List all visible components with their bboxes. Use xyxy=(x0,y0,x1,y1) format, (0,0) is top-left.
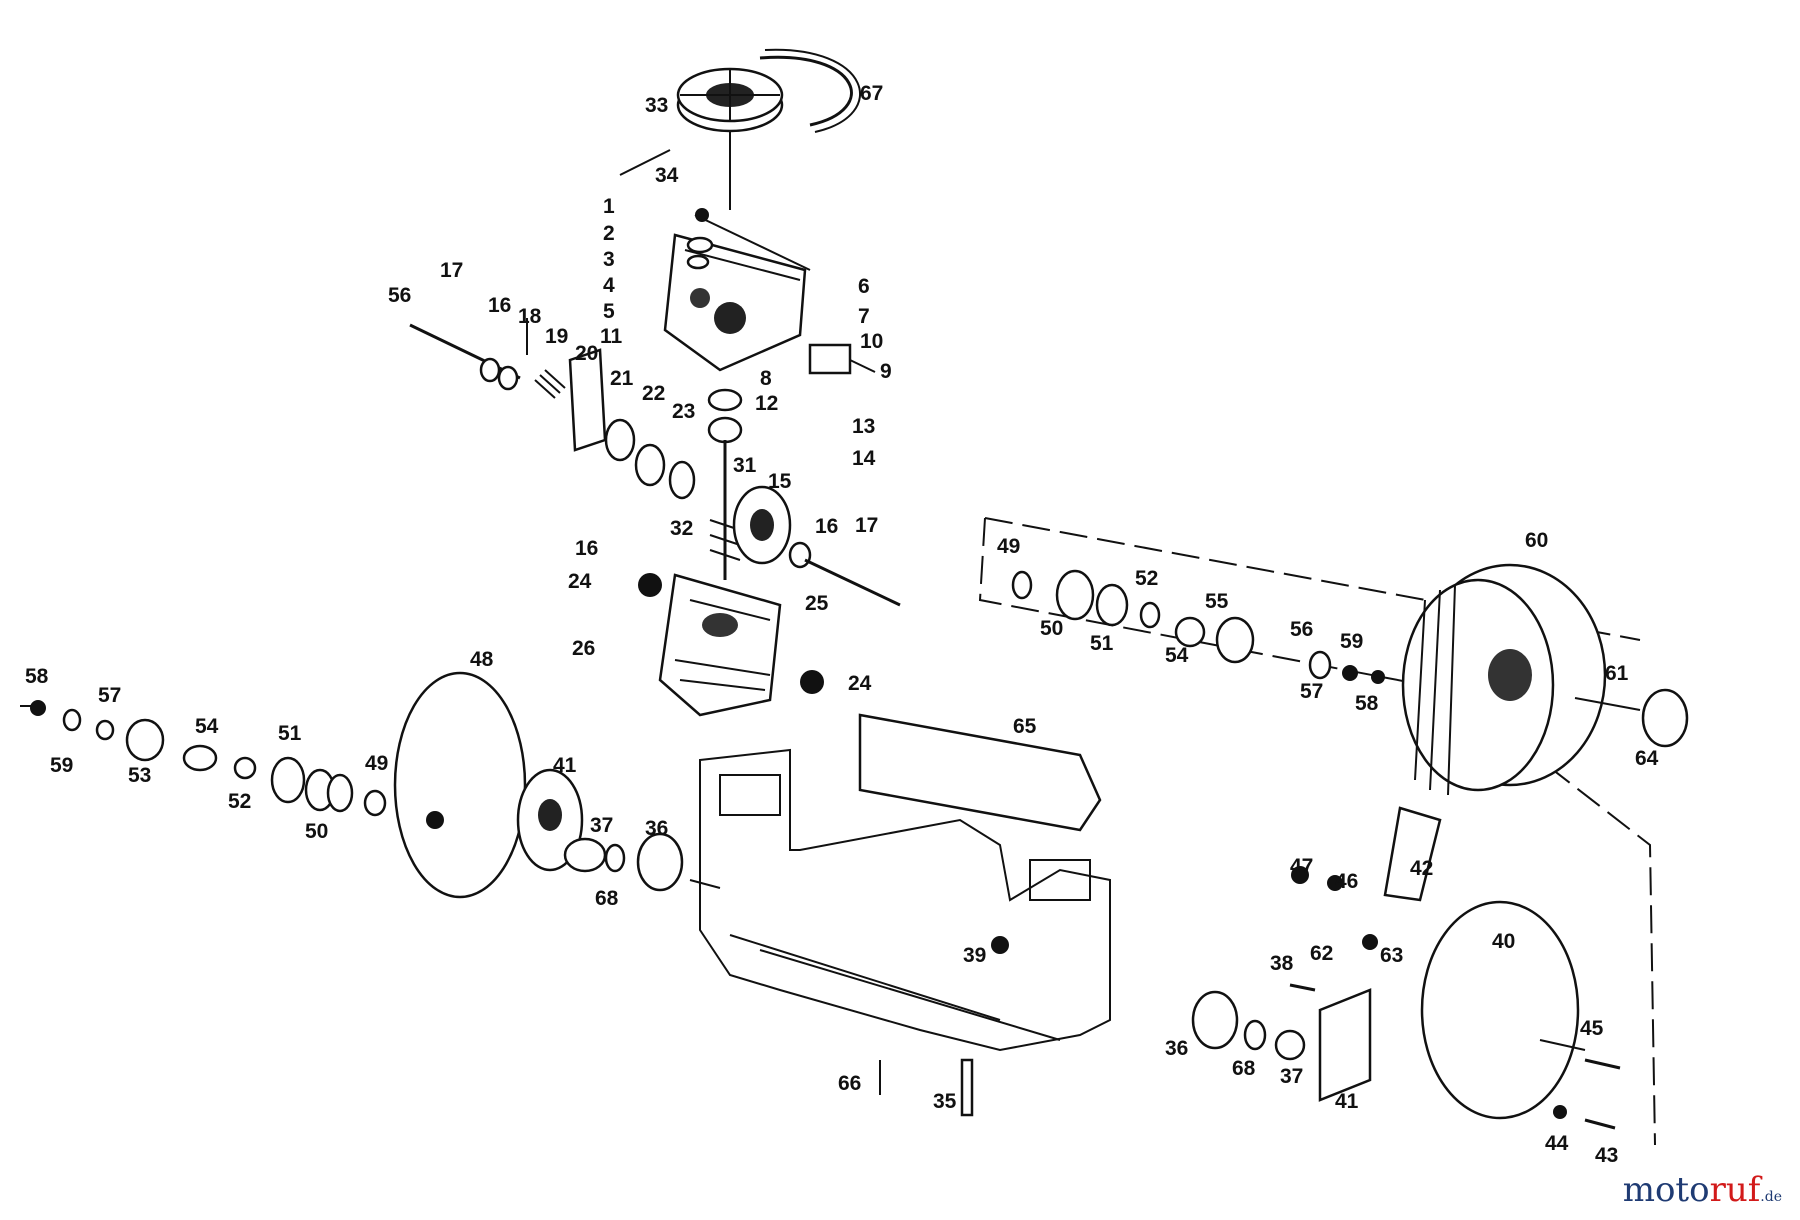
right-wheel-assembly xyxy=(978,517,1689,1146)
label-38: 38 xyxy=(1270,952,1294,975)
label-4: 4 xyxy=(603,274,615,297)
label-36-b: 36 xyxy=(1165,1037,1188,1060)
label-17-b: 17 xyxy=(855,514,878,537)
label-1: 1 xyxy=(603,195,615,218)
worm-gear xyxy=(638,388,901,607)
label-56-b: 56 xyxy=(1290,618,1313,641)
label-5: 5 xyxy=(603,300,615,323)
label-41-b: 41 xyxy=(1335,1090,1359,1113)
label-46: 46 xyxy=(1335,870,1358,893)
label-57-b: 57 xyxy=(1300,680,1323,703)
label-56-a: 56 xyxy=(388,284,411,307)
label-42: 42 xyxy=(1410,857,1433,880)
label-40: 40 xyxy=(1492,930,1515,953)
label-50-b: 50 xyxy=(1040,617,1063,640)
logo-part-2: ruf xyxy=(1709,1170,1761,1210)
part-labels: 1 2 3 4 5 6 7 8 9 10 11 12 13 14 15 16 1… xyxy=(25,82,1659,1167)
label-35: 35 xyxy=(933,1090,957,1113)
label-12: 12 xyxy=(755,392,778,415)
label-57-a: 57 xyxy=(98,684,121,707)
label-44: 44 xyxy=(1545,1132,1569,1155)
label-58-b: 58 xyxy=(1355,692,1379,715)
logo-part-1: moto xyxy=(1622,1170,1710,1210)
label-55: 55 xyxy=(1205,590,1229,613)
label-53: 53 xyxy=(128,764,151,787)
label-25: 25 xyxy=(805,592,829,615)
label-62: 62 xyxy=(1310,942,1333,965)
mower-deck xyxy=(699,713,1111,1117)
gear-housing xyxy=(658,573,824,717)
label-67: 67 xyxy=(860,82,883,105)
label-39: 39 xyxy=(963,944,986,967)
label-23: 23 xyxy=(672,400,695,423)
label-65: 65 xyxy=(1013,715,1037,738)
logo-suffix: .de xyxy=(1760,1189,1782,1205)
label-33: 33 xyxy=(645,94,668,117)
label-22: 22 xyxy=(642,382,665,405)
label-11: 11 xyxy=(600,325,623,348)
label-14: 14 xyxy=(852,447,876,470)
label-26: 26 xyxy=(572,637,595,660)
label-21: 21 xyxy=(610,367,634,390)
label-3: 3 xyxy=(603,248,615,271)
label-37-b: 37 xyxy=(1280,1065,1303,1088)
label-61: 61 xyxy=(1605,662,1629,685)
label-51-b: 51 xyxy=(1090,632,1114,655)
label-52-b: 52 xyxy=(1135,567,1158,590)
label-64: 64 xyxy=(1635,747,1659,770)
label-54-a: 54 xyxy=(195,715,219,738)
label-43: 43 xyxy=(1595,1144,1618,1167)
label-52-a: 52 xyxy=(228,790,251,813)
label-9: 9 xyxy=(880,360,892,383)
label-16-a: 16 xyxy=(488,294,511,317)
label-19: 19 xyxy=(545,325,568,348)
gearbox-cover xyxy=(663,208,876,375)
label-58-a: 58 xyxy=(25,665,49,688)
label-6: 6 xyxy=(858,275,870,298)
label-36-a: 36 xyxy=(645,817,668,840)
label-50-a: 50 xyxy=(305,820,328,843)
label-51-a: 51 xyxy=(278,722,302,745)
label-60: 60 xyxy=(1525,529,1548,552)
label-10: 10 xyxy=(860,330,883,353)
left-shaft xyxy=(409,318,696,500)
left-wheel-assembly xyxy=(20,671,721,899)
label-17-a: 17 xyxy=(440,259,463,282)
label-59-a: 59 xyxy=(50,754,73,777)
label-13: 13 xyxy=(852,415,875,438)
label-45: 45 xyxy=(1580,1017,1604,1040)
label-68-b: 68 xyxy=(1232,1057,1256,1080)
label-20: 20 xyxy=(575,342,598,365)
motoruf-logo: motoruf.de xyxy=(1623,1170,1782,1210)
label-54-b: 54 xyxy=(1165,644,1189,667)
label-7: 7 xyxy=(858,305,870,328)
label-32: 32 xyxy=(670,517,693,540)
label-49-a: 49 xyxy=(365,752,388,775)
label-49-b: 49 xyxy=(997,535,1020,558)
label-34: 34 xyxy=(655,164,679,187)
label-24-b: 24 xyxy=(848,672,872,695)
label-16-c: 16 xyxy=(815,515,838,538)
pulley-assembly xyxy=(619,48,861,210)
label-41-a: 41 xyxy=(553,754,577,777)
label-8: 8 xyxy=(760,367,772,390)
label-68-a: 68 xyxy=(595,887,619,910)
label-47: 47 xyxy=(1290,855,1313,878)
label-16-b: 16 xyxy=(575,537,598,560)
label-31: 31 xyxy=(733,454,757,477)
label-18: 18 xyxy=(518,305,542,328)
label-59-b: 59 xyxy=(1340,630,1363,653)
label-37-a: 37 xyxy=(590,814,613,837)
label-48: 48 xyxy=(470,648,494,671)
label-15: 15 xyxy=(768,470,792,493)
label-2: 2 xyxy=(603,222,615,245)
label-63: 63 xyxy=(1380,944,1403,967)
label-66: 66 xyxy=(838,1072,861,1095)
label-24-a: 24 xyxy=(568,570,592,593)
